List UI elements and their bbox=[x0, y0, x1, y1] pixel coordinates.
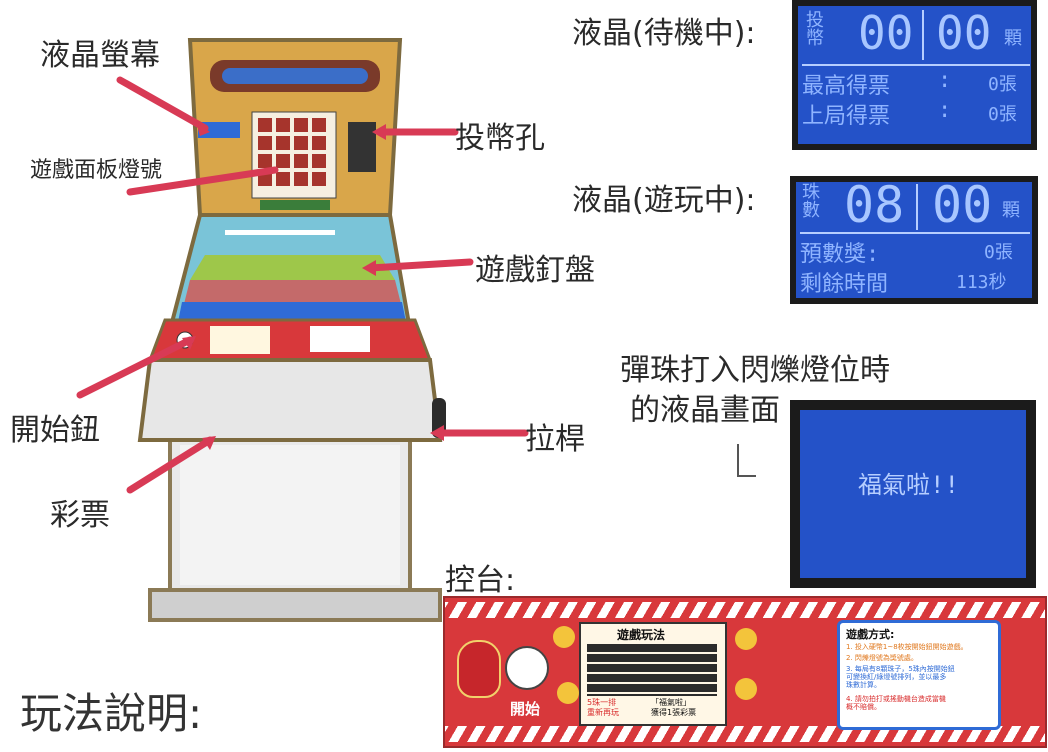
lcd-playing-row2-label: 剩餘時間 bbox=[800, 272, 889, 297]
lcd-playing-row2-value: 113秒 bbox=[956, 272, 1007, 293]
lcd-standby-row2-sep: : bbox=[938, 98, 952, 123]
lcd-playing-right-value: 00 bbox=[932, 176, 993, 234]
label-flash-caption-1: 彈珠打入閃爍燈位時 bbox=[620, 353, 890, 388]
method-line: 4. 請勿拍打或搖動機台造成當機 概不賠償。 bbox=[846, 695, 946, 711]
lcd-playing-row1-value: 0張 bbox=[984, 242, 1013, 263]
sun-icon bbox=[557, 682, 579, 704]
label-lcd-playing: 液晶(遊玩中): bbox=[572, 183, 756, 218]
lcd-flash-screen: 福氣啦!! bbox=[790, 400, 1036, 588]
lcd-standby-unit: 顆 bbox=[1004, 28, 1022, 49]
method-line: 1. 投入硬幣1~8枚按開始鈕開始遊戲。 bbox=[846, 643, 968, 651]
lcd-playing-row1-label: 預數獎: bbox=[800, 242, 880, 267]
lcd-standby-screen: 投 幣 00 00 顆 最高得票 : 0張 上局得票 : 0張 bbox=[792, 0, 1037, 150]
console-start-text: 開始 bbox=[510, 700, 541, 718]
sun-icon bbox=[735, 628, 757, 650]
method-title: 遊戲方式: bbox=[846, 628, 895, 641]
lcd-playing-ball-label: 珠 數 bbox=[802, 182, 820, 221]
lcd-standby-row2-label: 上局得票 bbox=[802, 104, 891, 129]
start-button-hole[interactable] bbox=[505, 646, 549, 690]
method-panel: 遊戲方式: 1. 投入硬幣1~8枚按開始鈕開始遊戲。 2. 閃爍燈號為獎號處。 … bbox=[837, 620, 1001, 730]
label-lcd-screen: 液晶螢幕 bbox=[40, 38, 160, 73]
machine-illustration bbox=[137, 38, 446, 622]
lcd-standby-row1-label: 最高得票 bbox=[802, 74, 891, 99]
label-pin-board: 遊戲釘盤 bbox=[475, 253, 595, 288]
lcd-standby-row1-sep: : bbox=[938, 68, 952, 93]
lcd-standby-coin-label: 投 幣 bbox=[806, 10, 824, 49]
label-console: 控台: bbox=[445, 563, 516, 598]
method-line: 2. 閃爍燈號為獎號處。 bbox=[846, 654, 918, 662]
lcd-playing-screen: 珠 數 08 00 顆 預數獎: 0張 剩餘時間 113秒 bbox=[790, 176, 1038, 304]
lcd-standby-row1-value: 0張 bbox=[988, 74, 1017, 95]
lcd-standby-left-value: 00 bbox=[858, 6, 914, 60]
lcd-standby-row2-value: 0張 bbox=[988, 104, 1017, 125]
sun-icon bbox=[735, 678, 757, 700]
lcd-flash-text: 福氣啦!! bbox=[858, 471, 959, 499]
label-start-button: 開始鈕 bbox=[10, 413, 100, 448]
label-lottery: 彩票 bbox=[50, 498, 110, 533]
lcd-playing-unit: 顆 bbox=[1002, 200, 1020, 221]
how-to-title: 遊戲玩法 bbox=[617, 628, 666, 642]
label-panel-lights: 遊戲面板燈號 bbox=[30, 158, 163, 183]
lcd-playing-left-value: 08 bbox=[844, 176, 905, 234]
label-coin-slot: 投幣孔 bbox=[455, 121, 545, 156]
label-lever: 拉桿 bbox=[525, 422, 585, 457]
how-to-foot-1: 5珠一排 重新再玩 bbox=[587, 698, 619, 717]
sun-icon bbox=[553, 626, 575, 648]
label-gameplay: 玩法說明: bbox=[20, 689, 203, 738]
how-to-foot-2: 「福氣啦」 獲得1張彩票 bbox=[651, 698, 697, 717]
how-to-table bbox=[587, 644, 717, 696]
label-lcd-standby: 液晶(待機中): bbox=[572, 16, 756, 51]
console-panel: 開始 遊戲玩法 5珠一排 重新再玩 「福氣啦」 獲得1張彩票 遊戲方式: 1. … bbox=[443, 596, 1047, 748]
how-to-panel: 遊戲玩法 5珠一排 重新再玩 「福氣啦」 獲得1張彩票 bbox=[579, 622, 727, 726]
method-line: 3. 每局有8顆珠子，5珠內按開始鈕 可變換紅/綠燈號排列，並以最多 珠數計算。 bbox=[846, 665, 955, 689]
daruma-icon bbox=[457, 640, 501, 698]
lcd-standby-right-value: 00 bbox=[936, 6, 992, 60]
label-flash-caption-2: 的液晶畫面 bbox=[630, 393, 780, 428]
